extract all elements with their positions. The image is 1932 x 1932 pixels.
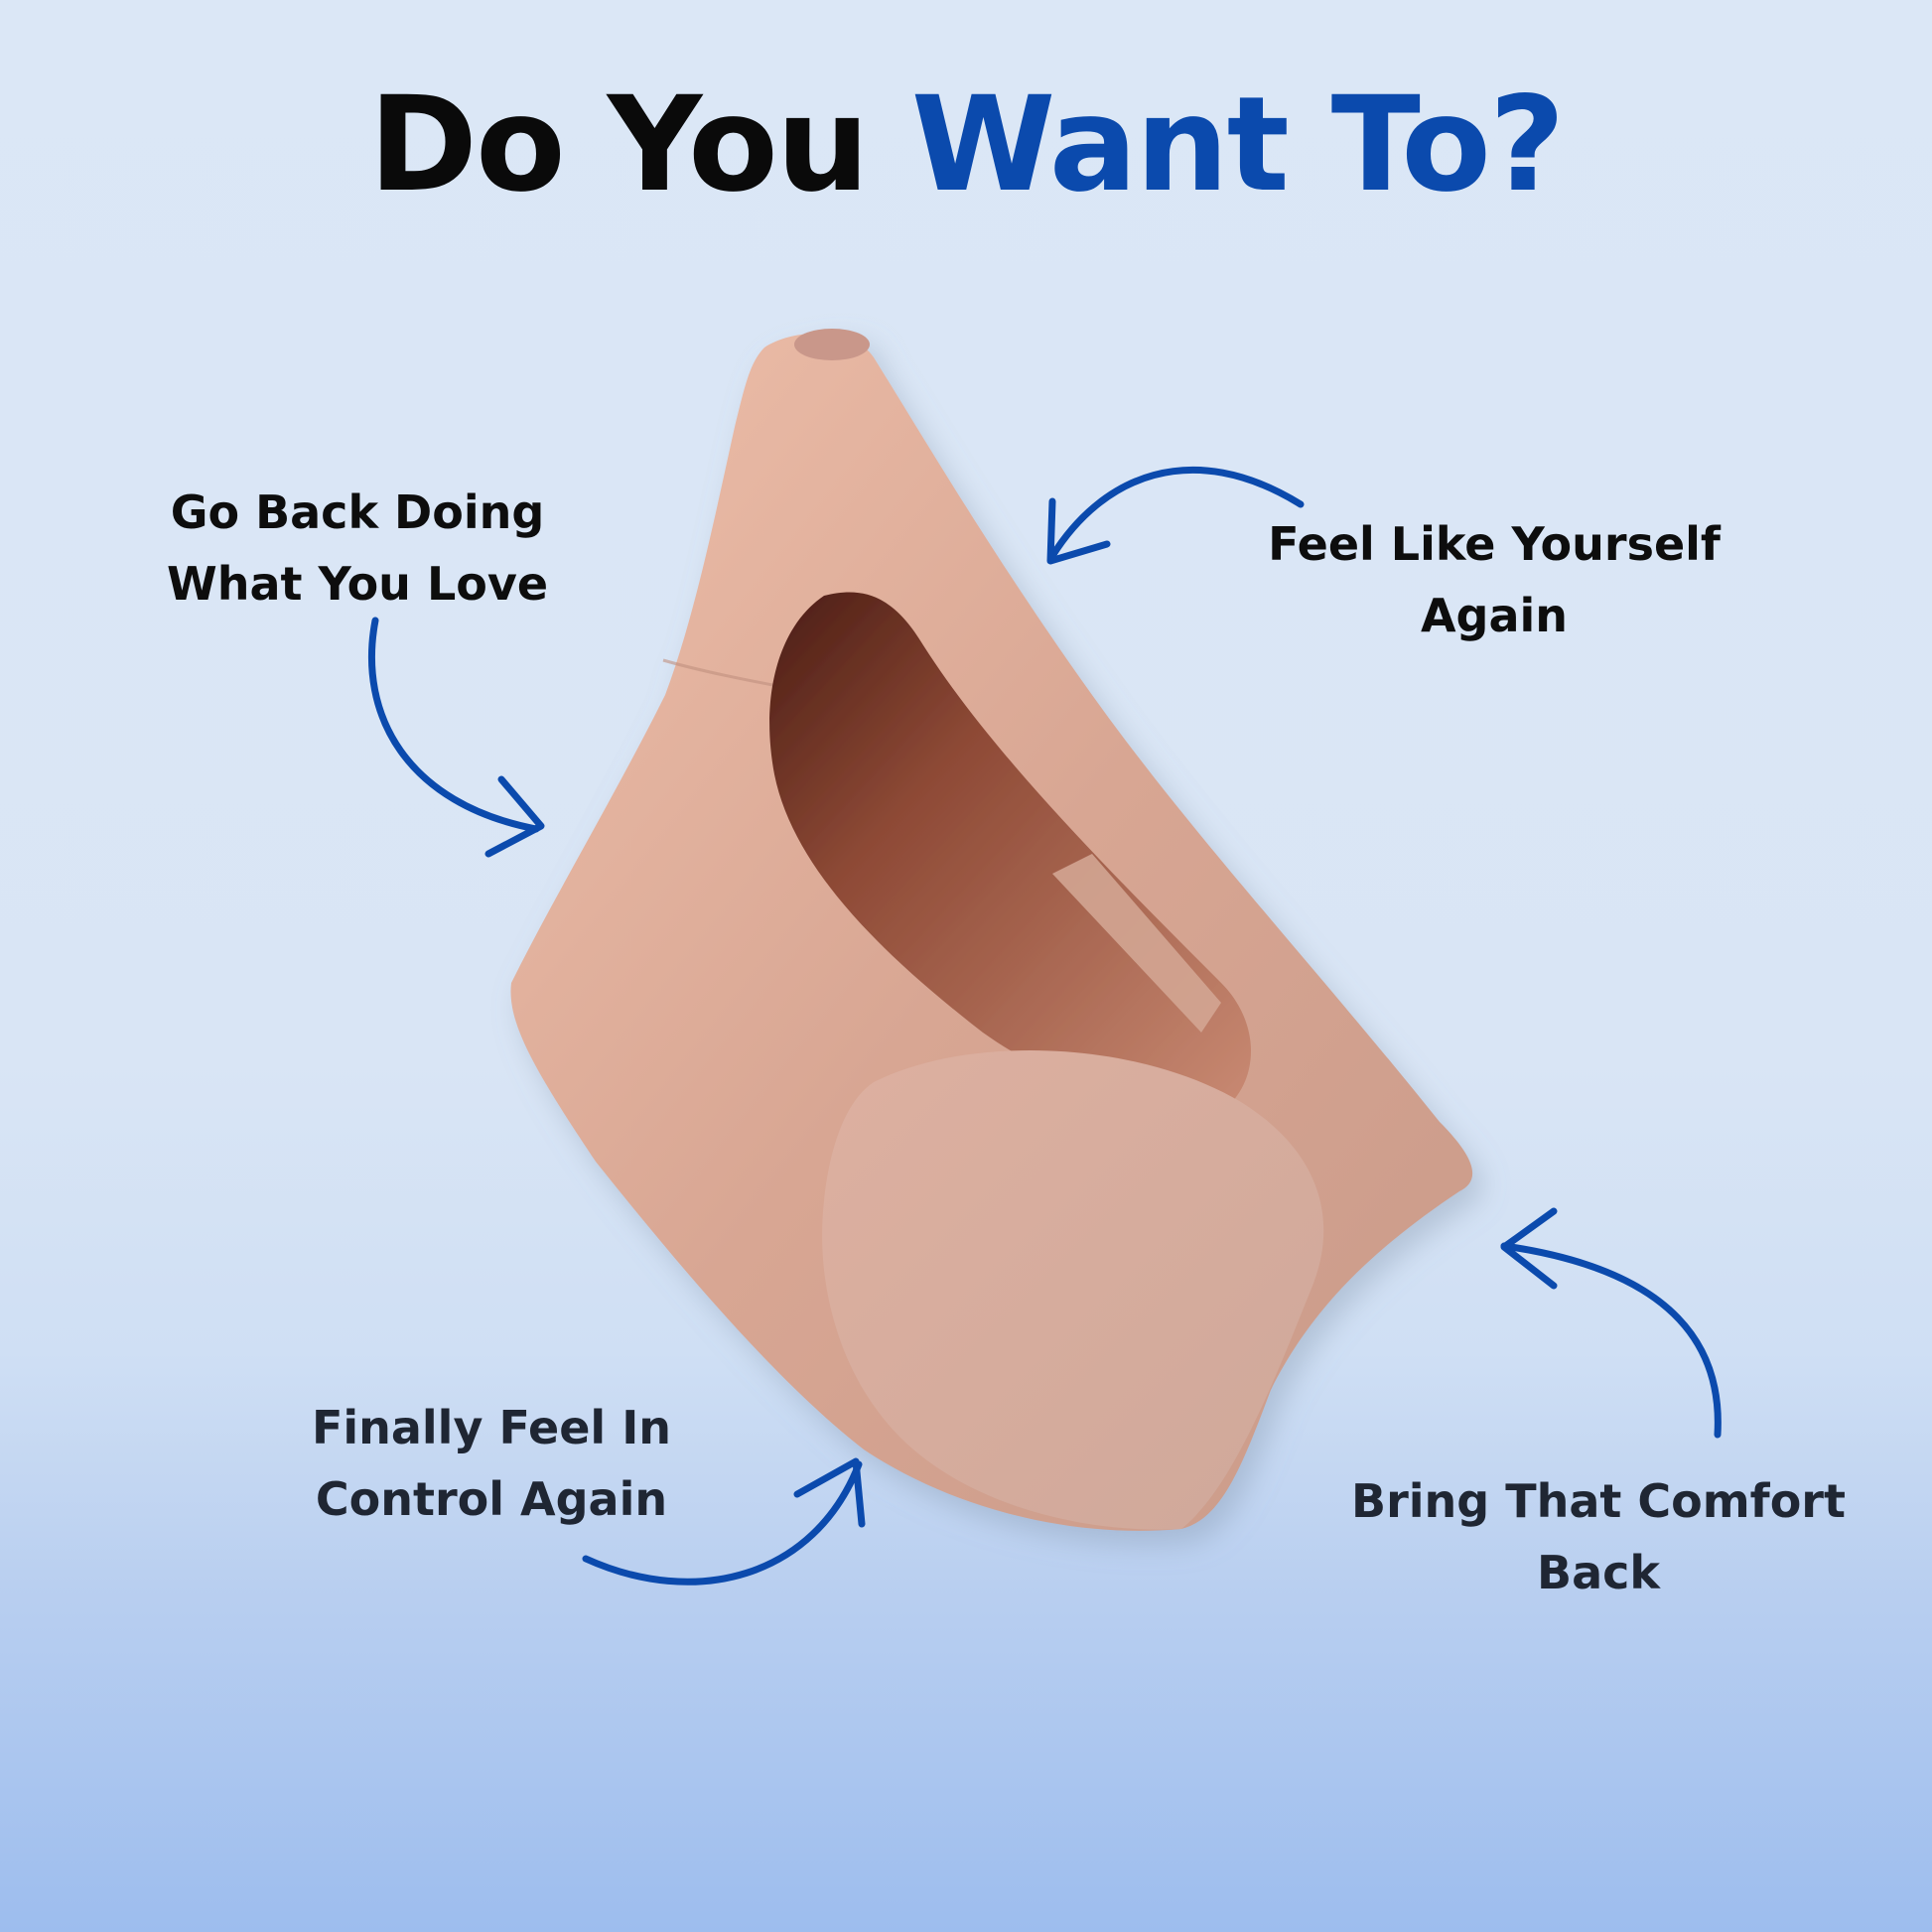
product-image [510,329,1473,1531]
headline-part-2: Want To? [910,69,1566,221]
arrow-icon [1046,466,1305,565]
caption-bring-line-2: Back [1537,1546,1660,1599]
caption-finally-line-1: Finally Feel In [311,1401,672,1454]
headline: Do You Want To? [0,79,1932,210]
caption-bring-line-1: Bring That Comfort [1351,1474,1846,1528]
caption-bring: Bring That Comfort Back [1330,1465,1866,1608]
caption-feel-like-line-2: Again [1420,589,1569,642]
caption-go-back: Go Back Doing What You Love [139,477,576,620]
caption-finally: Finally Feel In Control Again [278,1392,705,1535]
caption-finally-line-2: Control Again [315,1472,668,1526]
arrow-icon [368,617,545,858]
caption-go-back-line-2: What You Love [166,557,549,611]
arrow-icon [1500,1207,1722,1439]
caption-feel-like-line-1: Feel Like Yourself [1268,517,1721,571]
caption-go-back-line-1: Go Back Doing [170,485,545,539]
arrow-icon [582,1457,866,1586]
headline-part-1: Do You [368,69,869,221]
caption-feel-like: Feel Like Yourself Again [1231,508,1757,651]
